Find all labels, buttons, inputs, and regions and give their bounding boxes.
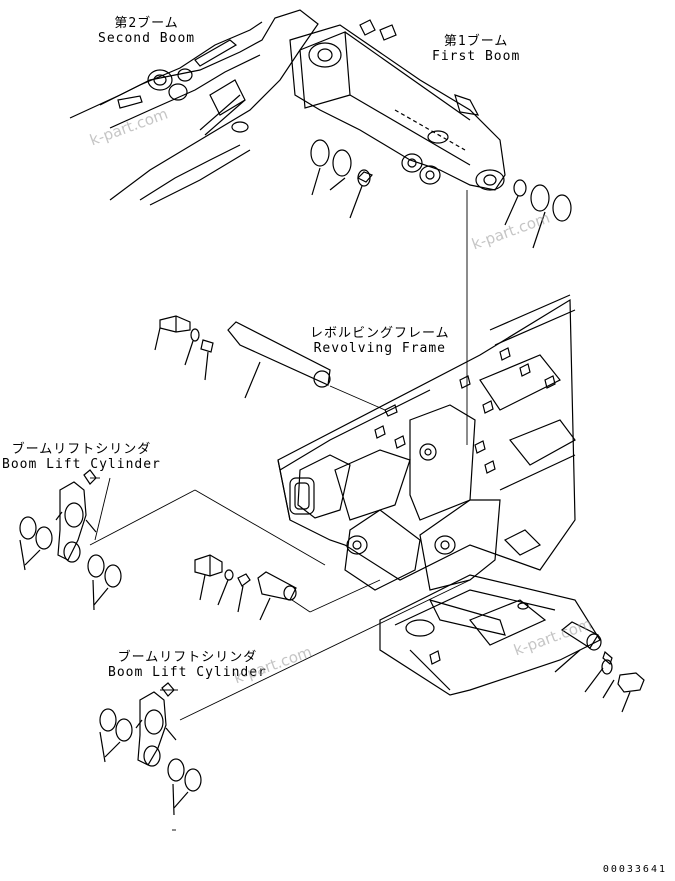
first-boom-label-jp: 第1ブーム <box>443 34 509 49</box>
revolving-frame-label: レボルビングフレーム Revolving Frame <box>310 326 450 356</box>
bottom-cylinder-drawing <box>100 683 201 830</box>
leader-line-cylinder-to-frame-2 <box>195 490 325 565</box>
second-boom-drawing <box>70 10 318 205</box>
first-boom-drawing <box>290 20 505 190</box>
boom-lift-cylinder-bottom-label: ブームリフトシリンダ Boom Lift Cylinder <box>108 650 267 680</box>
revolving-frame-drawing <box>278 295 575 590</box>
second-boom-label-en: Second Boom <box>98 31 196 46</box>
first-boom-label: 第1ブーム First Boom <box>432 34 520 64</box>
boom-lift-cylinder-left-label-jp: ブームリフトシリンダ <box>11 442 152 457</box>
top-pin-assembly <box>155 316 385 410</box>
boom-lift-cylinder-left-label: ブームリフトシリンダ Boom Lift Cylinder <box>2 442 161 472</box>
lower-right-pin-assembly <box>555 622 644 712</box>
second-boom-label-jp: 第2ブーム <box>114 16 179 31</box>
leader-line-bottom-cylinder <box>180 580 470 720</box>
first-boom-washers-left <box>311 140 372 218</box>
first-boom-washers-right <box>505 180 571 248</box>
revolving-frame-label-en: Revolving Frame <box>313 341 447 356</box>
revolving-frame-label-jp: レボルビングフレーム <box>310 326 450 341</box>
document-number: 00033641 <box>602 864 667 875</box>
second-boom-label: 第2ブーム Second Boom <box>98 16 195 46</box>
left-cylinder-drawing <box>20 470 121 610</box>
lower-frame-drawing <box>380 575 600 695</box>
boom-lift-cylinder-bottom-label-en: Boom Lift Cylinder <box>108 665 267 680</box>
first-boom-label-en: First Boom <box>432 49 521 64</box>
leader-line-cylinder-to-frame <box>90 490 195 545</box>
boom-lift-cylinder-left-label-en: Boom Lift Cylinder <box>2 457 161 472</box>
middle-pin-assembly <box>195 555 380 620</box>
boom-lift-cylinder-bottom-label-jp: ブームリフトシリンダ <box>117 650 258 665</box>
